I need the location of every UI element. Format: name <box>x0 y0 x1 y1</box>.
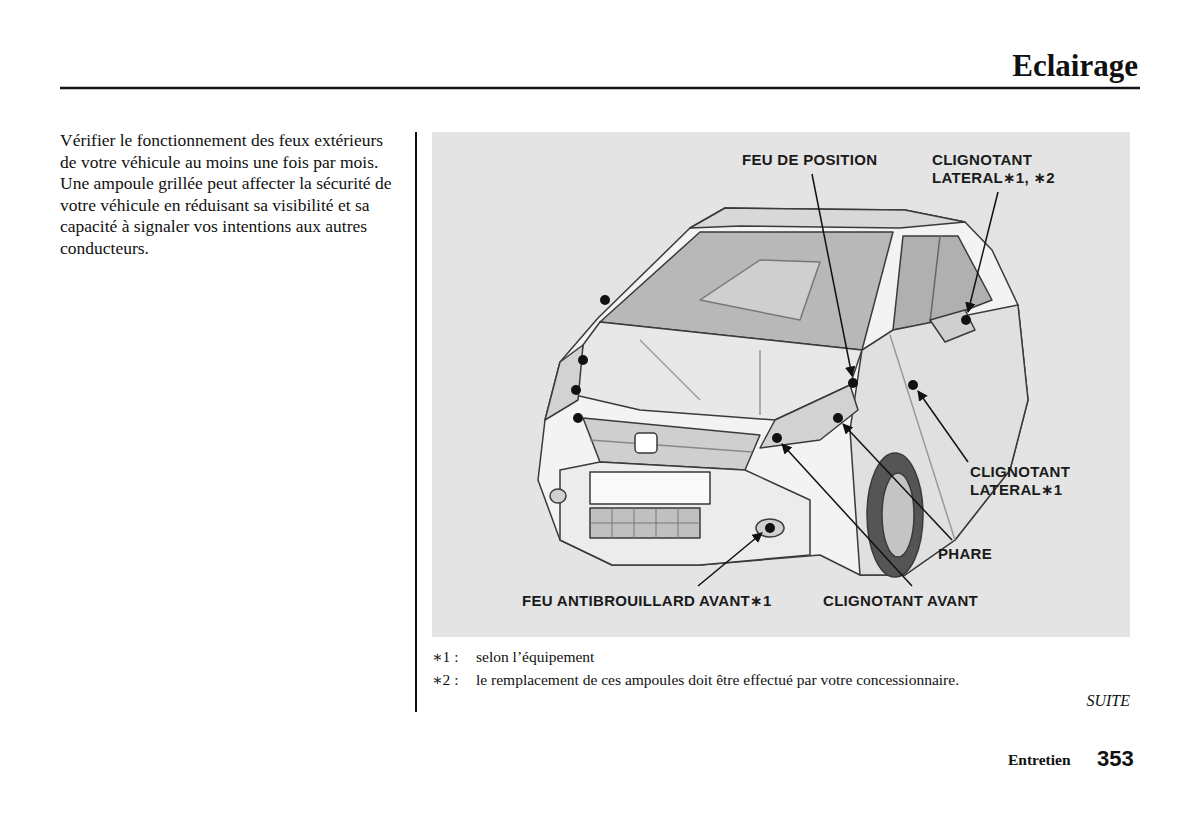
leader-lines <box>698 174 998 586</box>
page-number: 353 <box>1097 746 1134 772</box>
footnote-mark: ∗2 : <box>432 670 458 689</box>
callout-label: CLIGNOTANT LATERAL∗1 <box>970 463 1100 499</box>
footnote-text: le remplacement de ces ampoules doit êtr… <box>476 670 959 689</box>
continued-note: SUITE <box>1086 692 1130 710</box>
footnote-text: selon l’équipement <box>476 647 594 666</box>
callout-label: CLIGNOTANT LATERAL∗1, ∗2 <box>932 151 1082 187</box>
callout-label: PHARE <box>938 545 992 563</box>
illustration-panel <box>432 132 1130 637</box>
car-drawing <box>538 208 1028 577</box>
footnote-mark: ∗1 : <box>432 647 458 666</box>
callout-label: FEU ANTIBROUILLARD AVANT∗1 <box>522 592 772 610</box>
column-rule <box>415 132 417 712</box>
section-name: Entretien <box>1008 751 1071 769</box>
body-paragraph: Vérifier le fonctionnement des feux exté… <box>60 130 395 259</box>
callout-label: CLIGNOTANT AVANT <box>823 592 978 610</box>
header-rule <box>60 87 1140 90</box>
callout-label: FEU DE POSITION <box>742 151 877 169</box>
page-title: Eclairage <box>1012 48 1138 84</box>
